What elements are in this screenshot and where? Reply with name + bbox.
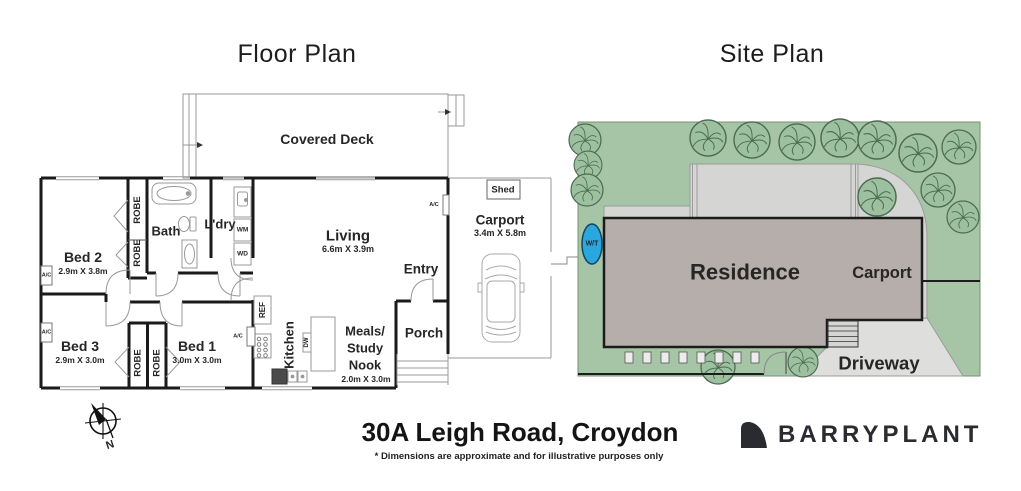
- living-label: Living: [326, 228, 370, 245]
- windows: [56, 176, 375, 391]
- kitchen-sink-icon: [287, 370, 308, 383]
- bed3-dims: 2.9m X 3.0m: [55, 355, 105, 365]
- property-address: 30A Leigh Road, Croydon: [361, 417, 679, 447]
- bed2-dims: 2.9m X 3.8m: [58, 266, 108, 276]
- robe-label-4: ROBE: [152, 349, 163, 376]
- living-dims: 6.6m X 3.9m: [322, 244, 374, 254]
- robe-label-1: ROBE: [132, 196, 143, 223]
- robe-chevrons: [113, 199, 181, 378]
- bed1-label: Bed 1: [178, 338, 216, 354]
- site-residence-label: Residence: [690, 260, 800, 285]
- bath-label: Bath: [152, 224, 181, 239]
- site-driveway-label: Driveway: [838, 353, 920, 374]
- carport-outline: [447, 177, 552, 359]
- compass-icon: N: [84, 403, 122, 452]
- dryer-icon: [233, 242, 252, 266]
- washing-machine-icon: [233, 218, 252, 242]
- site-plan: W/T Residence Carport Driveway: [568, 118, 981, 385]
- bed2-label: Bed 2: [64, 249, 102, 265]
- covered-deck-label: Covered Deck: [280, 131, 374, 147]
- dryer-label: WD: [237, 251, 248, 258]
- laundry-label: L'dry: [204, 217, 236, 232]
- entry-label: Entry: [404, 262, 439, 277]
- fp-carport-label: Carport: [476, 213, 525, 228]
- bed3-label: Bed 3: [61, 338, 99, 354]
- shed-label: Shed: [491, 185, 514, 196]
- floor-plan-title: Floor Plan: [237, 40, 357, 68]
- agency-logo-text: BARRYPLANT: [778, 421, 983, 448]
- ac-label-bed2: A/C: [42, 273, 52, 279]
- site-steps: [827, 320, 859, 348]
- water-tank-icon: W/T: [581, 223, 603, 265]
- porch-steps: [396, 354, 449, 385]
- ac-label-bed3: A/C: [42, 330, 52, 336]
- washing-machine-label: WM: [237, 227, 249, 234]
- deck-arrows: [197, 109, 451, 148]
- door-arcs: [105, 257, 434, 327]
- site-plan-title: Site Plan: [719, 40, 825, 68]
- fp-carport-dims: 3.4m X 5.8m: [474, 228, 526, 238]
- agency-logo: BARRYPLANT: [739, 420, 982, 450]
- ac-units: [40, 194, 450, 347]
- kitchen-label: Kitchen: [282, 321, 297, 369]
- meals-dims: 2.0m X 3.0m: [341, 374, 391, 384]
- porch-label: Porch: [405, 326, 443, 341]
- ac-label-living: A/C: [429, 202, 439, 208]
- agency-logo-mark-icon: [741, 422, 767, 448]
- oven-icon: [271, 368, 288, 385]
- plan-connector-line: [551, 256, 578, 265]
- ac-label-bed1: A/C: [233, 334, 243, 340]
- meals-label-3: Nook: [349, 358, 382, 373]
- site-residence-footprint: [602, 216, 924, 349]
- bed1-dims: 3.0m X 3.0m: [172, 355, 222, 365]
- robe-label-3: ROBE: [133, 349, 144, 376]
- fridge-label: REF: [258, 302, 267, 318]
- site-pavers: [624, 351, 760, 364]
- kitchen-island: [310, 316, 336, 372]
- robe-label-2: ROBE: [132, 239, 143, 266]
- compass-north-label: N: [104, 438, 115, 452]
- meals-label-2: Study: [347, 341, 384, 356]
- meals-label-1: Meals/: [345, 324, 385, 339]
- cooktop-icon: [253, 333, 272, 359]
- fridge-icon: [253, 295, 272, 325]
- bathtub-icon: [151, 182, 197, 205]
- water-tank-label: W/T: [586, 241, 600, 248]
- site-carport-label: Carport: [852, 264, 912, 282]
- site-fences: [578, 280, 980, 375]
- vanity-icon: [181, 239, 198, 269]
- dishwasher-icon: [302, 332, 312, 353]
- walls: [39, 176, 450, 390]
- car-icon: [477, 253, 525, 343]
- toilet-icon: [178, 216, 197, 232]
- dimensions-disclaimer: * Dimensions are approximate and for ill…: [374, 451, 664, 462]
- laundry-tub-icon: [233, 186, 252, 218]
- floor-plan: Covered Deck Bed 2 2.9m X 3.8m Bath L'dr…: [39, 93, 552, 391]
- dishwasher-label: DW: [304, 337, 310, 347]
